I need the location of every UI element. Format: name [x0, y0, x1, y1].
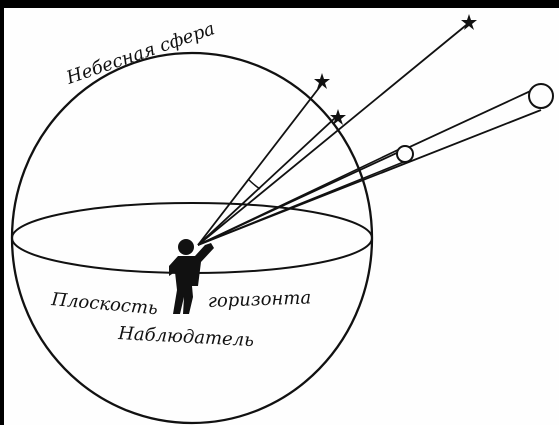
- angle-arc: [248, 179, 260, 189]
- horizon-plane-label-part-2: горизонта: [207, 287, 311, 312]
- horizon-plane-label-part-1: Плоскость: [50, 289, 159, 319]
- distant-body-small: [397, 146, 413, 162]
- distant-body-large: [529, 84, 553, 108]
- observer-label: Наблюдатель: [117, 323, 255, 351]
- star-icon: [314, 73, 330, 89]
- ray-to-star-3: [198, 22, 470, 245]
- ray-to-star-2: [198, 117, 336, 245]
- celestial-sphere-outline: [12, 53, 372, 423]
